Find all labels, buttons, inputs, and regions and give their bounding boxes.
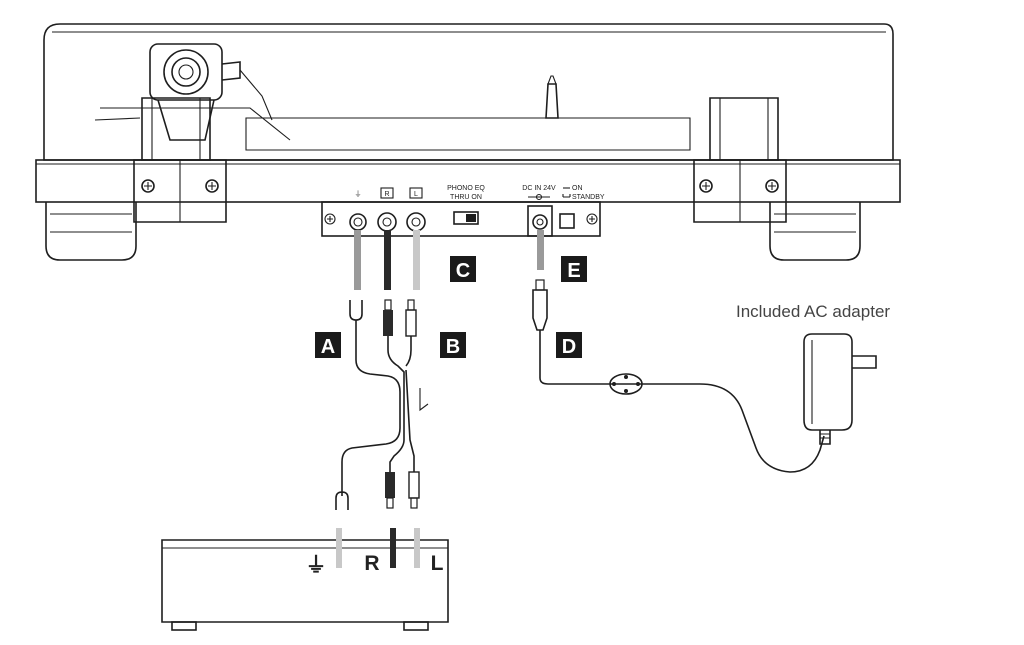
amp-ground-label: ⏚ [306,554,327,577]
svg-text:A: A [321,336,335,358]
amp-l-label: L [431,552,444,575]
callout-a: A [315,332,341,358]
svg-text:C: C [456,260,470,282]
panel-l-label: L [414,191,418,198]
phono-eq-title: PHONO EQ [447,185,485,192]
ac-adapter: Included AC adapter [736,302,890,445]
power-cable [532,279,825,473]
foot-left [45,202,137,261]
rca-plug-top-l [405,299,417,337]
ac-plug-prongs-icon [852,355,877,369]
panel-r-label: R [384,191,389,198]
rear-panel [321,201,601,237]
power-button[interactable] [559,213,575,229]
ground-spade-bottom-icon [335,488,349,510]
phono-eq-options: THRU ON [450,194,482,201]
direction-arrow-icon [419,388,429,412]
rca-jack-l[interactable] [406,212,426,232]
spindle [545,75,559,119]
ground-cable [335,300,401,510]
callout-c: C [450,256,476,282]
rca-plug-top-r [383,299,393,336]
rca-plug-bottom-l [408,471,420,509]
amplifier: ⏚ R L [161,528,449,631]
svg-text:B: B [446,336,460,358]
power-standby-label: STANDBY [572,194,605,201]
ac-adapter-body [803,333,853,431]
ground-spade-top-icon [349,300,363,330]
ferrite-core [609,373,643,395]
svg-text:E: E [567,260,580,282]
rca-plug-bottom-r [385,472,395,509]
cable-stubs-turntable [354,230,544,290]
svg-text:D: D [562,336,576,358]
tonearm [149,43,273,141]
callout-b: B [440,332,466,358]
hinge-right [693,97,787,223]
amp-r-label: R [364,552,379,575]
ground-terminal[interactable] [349,213,367,231]
dc-plug [532,279,548,331]
ac-adapter-label: Included AC adapter [736,302,890,321]
phono-eq-switch[interactable] [453,211,479,225]
audio-cable [383,299,429,509]
dc-in-label: DC IN 24V [522,185,556,192]
callout-d: D [556,332,582,358]
callout-e: E [561,256,587,282]
turntable: ⏚ R L PHONO EQ THRU ON DC IN 24V ON STAN… [35,23,901,261]
foot-right [769,202,861,261]
power-on-label: ON [572,185,583,192]
rca-jack-r[interactable] [377,212,397,232]
panel-ground-label: ⏚ [355,190,362,198]
hinge-left [133,97,227,223]
